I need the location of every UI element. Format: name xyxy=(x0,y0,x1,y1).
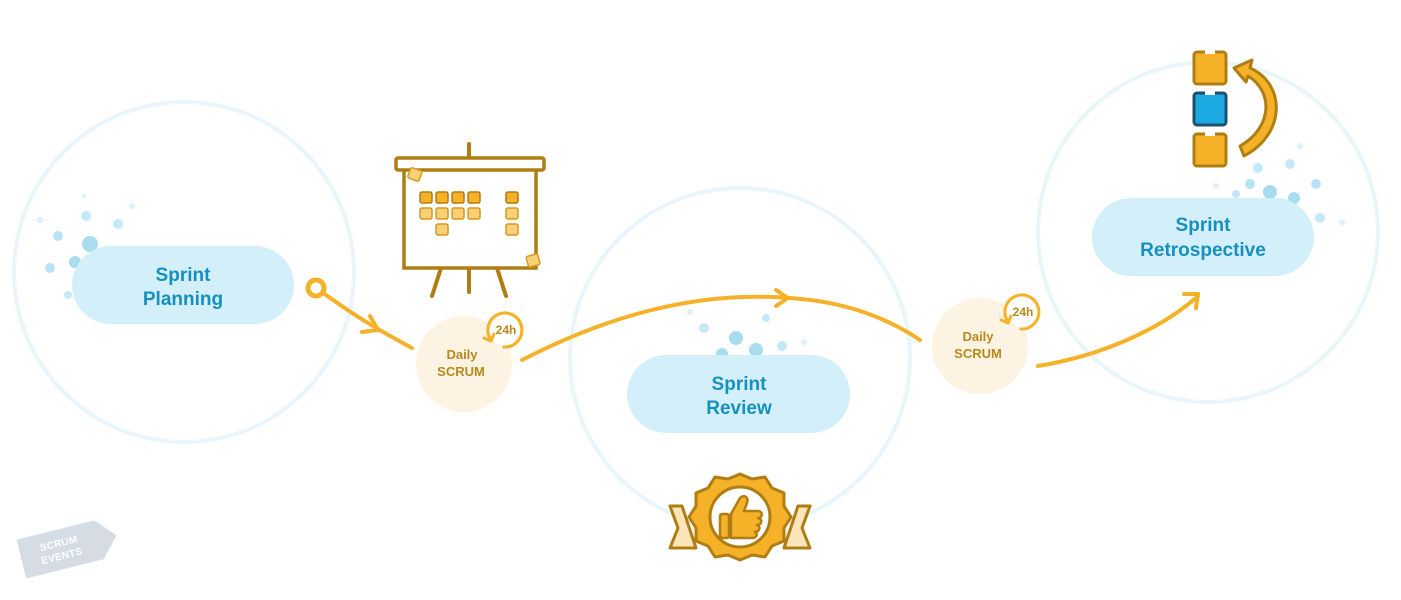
sprint-review-label-2: Review xyxy=(706,398,772,419)
daily-scrum-2-timer: 24h xyxy=(1013,305,1034,319)
daily-scrum-2-label-1: Daily xyxy=(962,329,994,344)
retrospective-cards-icon xyxy=(1192,48,1278,168)
planning-bubbles xyxy=(37,194,135,299)
sprint-retrospective-label-2: Retrospective xyxy=(1140,240,1266,261)
sprint-retrospective-label-1: Sprint xyxy=(1176,215,1232,236)
clock-24h-icon: 24h xyxy=(482,311,524,349)
daily-scrum-node-1: Daily SCRUM 24h xyxy=(416,311,524,412)
daily-scrum-2-label-2: SCRUM xyxy=(954,346,1002,361)
retro-bubbles xyxy=(1213,143,1345,225)
sprint-planning-label-2: Planning xyxy=(143,289,223,310)
daily-scrum-node-2: Daily SCRUM 24h xyxy=(932,293,1041,394)
sprint-planning-node: Sprint Planning xyxy=(72,246,294,324)
sprint-board-icon xyxy=(394,142,546,298)
flow-start-dot xyxy=(305,277,327,299)
review-bubbles xyxy=(687,309,807,360)
daily-scrum-1-label-2: SCRUM xyxy=(437,364,485,379)
planning-circle xyxy=(12,100,356,444)
daily-scrum-1-label-1: Daily xyxy=(446,347,478,362)
daily-scrum-1-timer: 24h xyxy=(496,323,517,337)
sprint-review-node: Sprint Review xyxy=(627,355,850,433)
sprint-retrospective-node: Sprint Retrospective xyxy=(1092,198,1314,276)
thumbs-up-badge-icon xyxy=(668,472,812,562)
clock-24h-icon: 24h xyxy=(999,293,1041,331)
scrum-events-tag: SCRUM EVENTS xyxy=(16,520,117,579)
sprint-review-label-1: Sprint xyxy=(712,374,768,395)
sprint-planning-label-1: Sprint xyxy=(156,265,212,286)
